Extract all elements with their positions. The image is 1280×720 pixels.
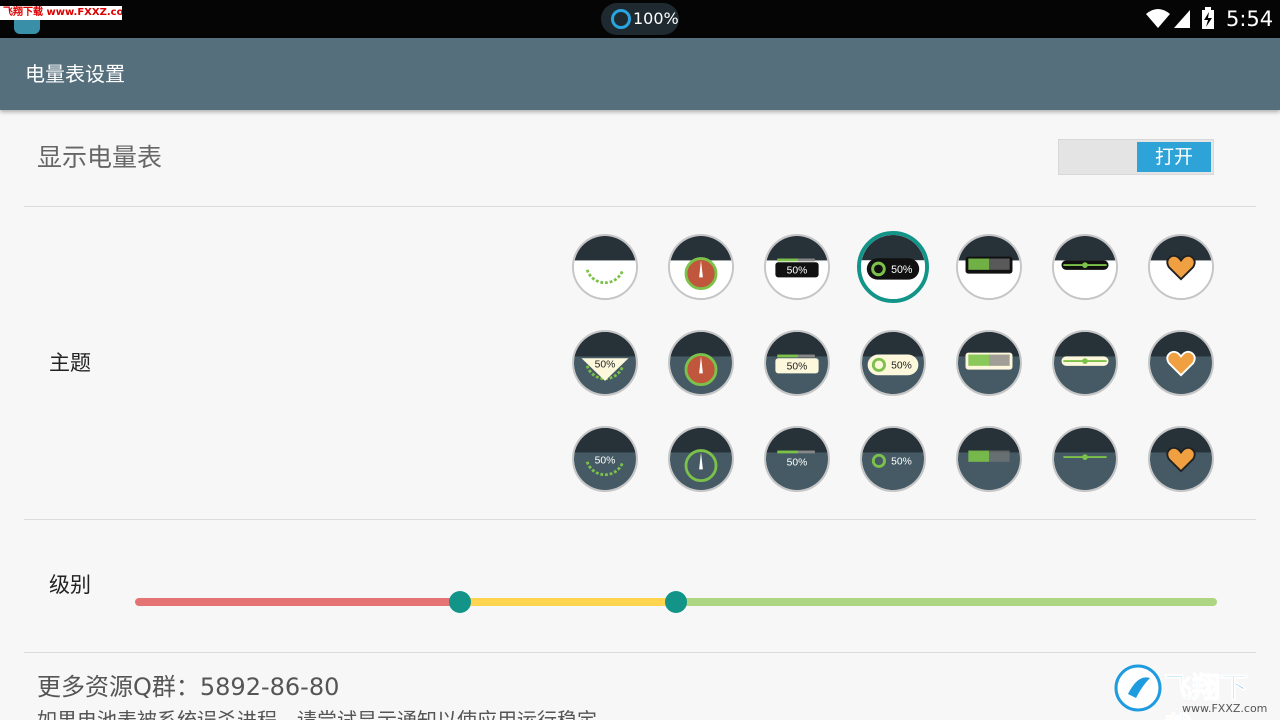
theme-option-speedometer-cream[interactable] xyxy=(668,330,734,396)
show-meter-toggle[interactable]: 打开 xyxy=(1058,139,1214,175)
theme-preview-icon: 50% xyxy=(574,236,636,298)
theme-preview-icon xyxy=(670,332,732,394)
theme-option-line-slider-light-top[interactable] xyxy=(1052,234,1118,300)
watermark-url: www.FXXZ.com xyxy=(1182,702,1268,715)
battery-percent: 100% xyxy=(633,9,679,28)
theme-option-dot-grid-dark[interactable] xyxy=(956,426,1022,492)
svg-text:50%: 50% xyxy=(891,361,912,372)
svg-text:50%: 50% xyxy=(891,457,912,468)
svg-text:50%: 50% xyxy=(595,456,616,467)
theme-preview-icon xyxy=(958,428,1020,490)
watermark-text: 飞翔下载 xyxy=(1164,671,1249,720)
level-range-slider[interactable] xyxy=(135,591,1217,613)
theme-option-bar-meter-cream[interactable]: 50% xyxy=(764,330,830,396)
theme-preview-icon: 50% xyxy=(766,428,828,490)
watermark-bottom-right: 飞翔下载 www.FXXZ.com xyxy=(1112,660,1272,720)
app-bar: 电量表设置 xyxy=(0,38,1280,110)
theme-option-speedometer-dark[interactable] xyxy=(668,426,734,492)
theme-option-ring-pill-light-top[interactable]: 50% xyxy=(857,231,929,303)
watermark-logo-icon xyxy=(1114,664,1162,712)
theme-preview-icon xyxy=(1150,236,1212,298)
theme-option-arc-gauge-dark[interactable]: 50% xyxy=(572,426,638,492)
battery-charging-icon xyxy=(1202,7,1214,29)
level-low-thumb[interactable] xyxy=(448,591,471,613)
theme-option-bar-meter-dark[interactable]: 50% xyxy=(764,426,830,492)
app-icon xyxy=(14,18,40,34)
theme-preview-icon: 50% xyxy=(574,428,636,490)
theme-option-dot-grid-cream[interactable] xyxy=(956,330,1022,396)
theme-option-dot-grid-light-top[interactable] xyxy=(956,234,1022,300)
signal-icon xyxy=(1174,10,1190,28)
watermark-top-left: 飞翔下载 www.FXXZ.com xyxy=(0,6,122,20)
level-mid-segment xyxy=(461,598,676,606)
theme-option-heart-light-top[interactable] xyxy=(1148,234,1214,300)
page-title: 电量表设置 xyxy=(25,62,125,86)
theme-option-ring-pill-dark[interactable]: 50% xyxy=(860,426,926,492)
theme-preview-icon: 50% xyxy=(766,236,828,298)
theme-preview-icon: 50% xyxy=(862,332,924,394)
show-meter-label: 显示电量表 xyxy=(37,143,163,172)
theme-option-line-slider-cream[interactable] xyxy=(1052,330,1118,396)
more-resources-title: 更多资源Q群：5892-86-80 xyxy=(37,673,340,701)
theme-option-speedometer-light-top[interactable] xyxy=(668,234,734,300)
battery-ring-icon xyxy=(611,9,631,29)
more-resources-subtitle: 如果电池表被系统误杀进程，请尝试显示通知以使应用运行稳定 xyxy=(37,708,597,720)
svg-text:50%: 50% xyxy=(787,266,808,277)
theme-preview-icon xyxy=(670,428,732,490)
theme-label: 主题 xyxy=(49,351,91,375)
level-high-segment xyxy=(676,598,1217,606)
theme-option-arc-gauge-light-top[interactable]: 50% xyxy=(572,234,638,300)
theme-option-bar-meter-light-top[interactable]: 50% xyxy=(764,234,830,300)
theme-option-heart-cream[interactable] xyxy=(1148,330,1214,396)
svg-text:50%: 50% xyxy=(891,264,913,276)
theme-preview-icon xyxy=(670,236,732,298)
clock: 5:54 xyxy=(1226,7,1274,31)
battery-meter-pill: 100% xyxy=(601,3,679,35)
level-low-segment xyxy=(135,598,461,606)
svg-text:50%: 50% xyxy=(595,264,616,275)
theme-preview-icon: 50% xyxy=(766,332,828,394)
wifi-icon xyxy=(1146,9,1170,28)
theme-preview-icon xyxy=(1054,428,1116,490)
theme-grid: 50% 50% 50% 50% 50% 50% 50% 50% 50% xyxy=(572,231,1232,504)
theme-preview-icon xyxy=(958,332,1020,394)
level-label: 级别 xyxy=(49,573,91,597)
theme-option-line-slider-dark[interactable] xyxy=(1052,426,1118,492)
show-meter-row: 显示电量表 打开 xyxy=(24,112,1256,207)
level-row: 级别 xyxy=(24,521,1256,653)
theme-preview-icon: 50% xyxy=(574,332,636,394)
theme-row: 主题 50% 50% 50% 50% 50% 50% 50% 50% 50% xyxy=(24,208,1256,520)
theme-option-heart-dark[interactable] xyxy=(1148,426,1214,492)
status-bar: 飞翔下载 www.FXXZ.com 100% 5:54 xyxy=(0,0,1280,38)
theme-option-ring-pill-cream[interactable]: 50% xyxy=(860,330,926,396)
svg-text:50%: 50% xyxy=(595,360,616,371)
theme-preview-icon xyxy=(1054,332,1116,394)
theme-preview-icon xyxy=(1150,332,1212,394)
theme-option-arc-gauge-cream[interactable]: 50% xyxy=(572,330,638,396)
level-high-thumb[interactable] xyxy=(665,591,687,613)
svg-text:50%: 50% xyxy=(787,362,808,373)
theme-preview-icon xyxy=(1150,428,1212,490)
theme-preview-icon xyxy=(1054,236,1116,298)
theme-preview-icon: 50% xyxy=(862,428,924,490)
toggle-on-label: 打开 xyxy=(1137,142,1211,172)
svg-text:50%: 50% xyxy=(787,458,808,469)
theme-preview-icon: 50% xyxy=(861,235,925,299)
theme-preview-icon xyxy=(958,236,1020,298)
status-icons xyxy=(1144,6,1224,32)
